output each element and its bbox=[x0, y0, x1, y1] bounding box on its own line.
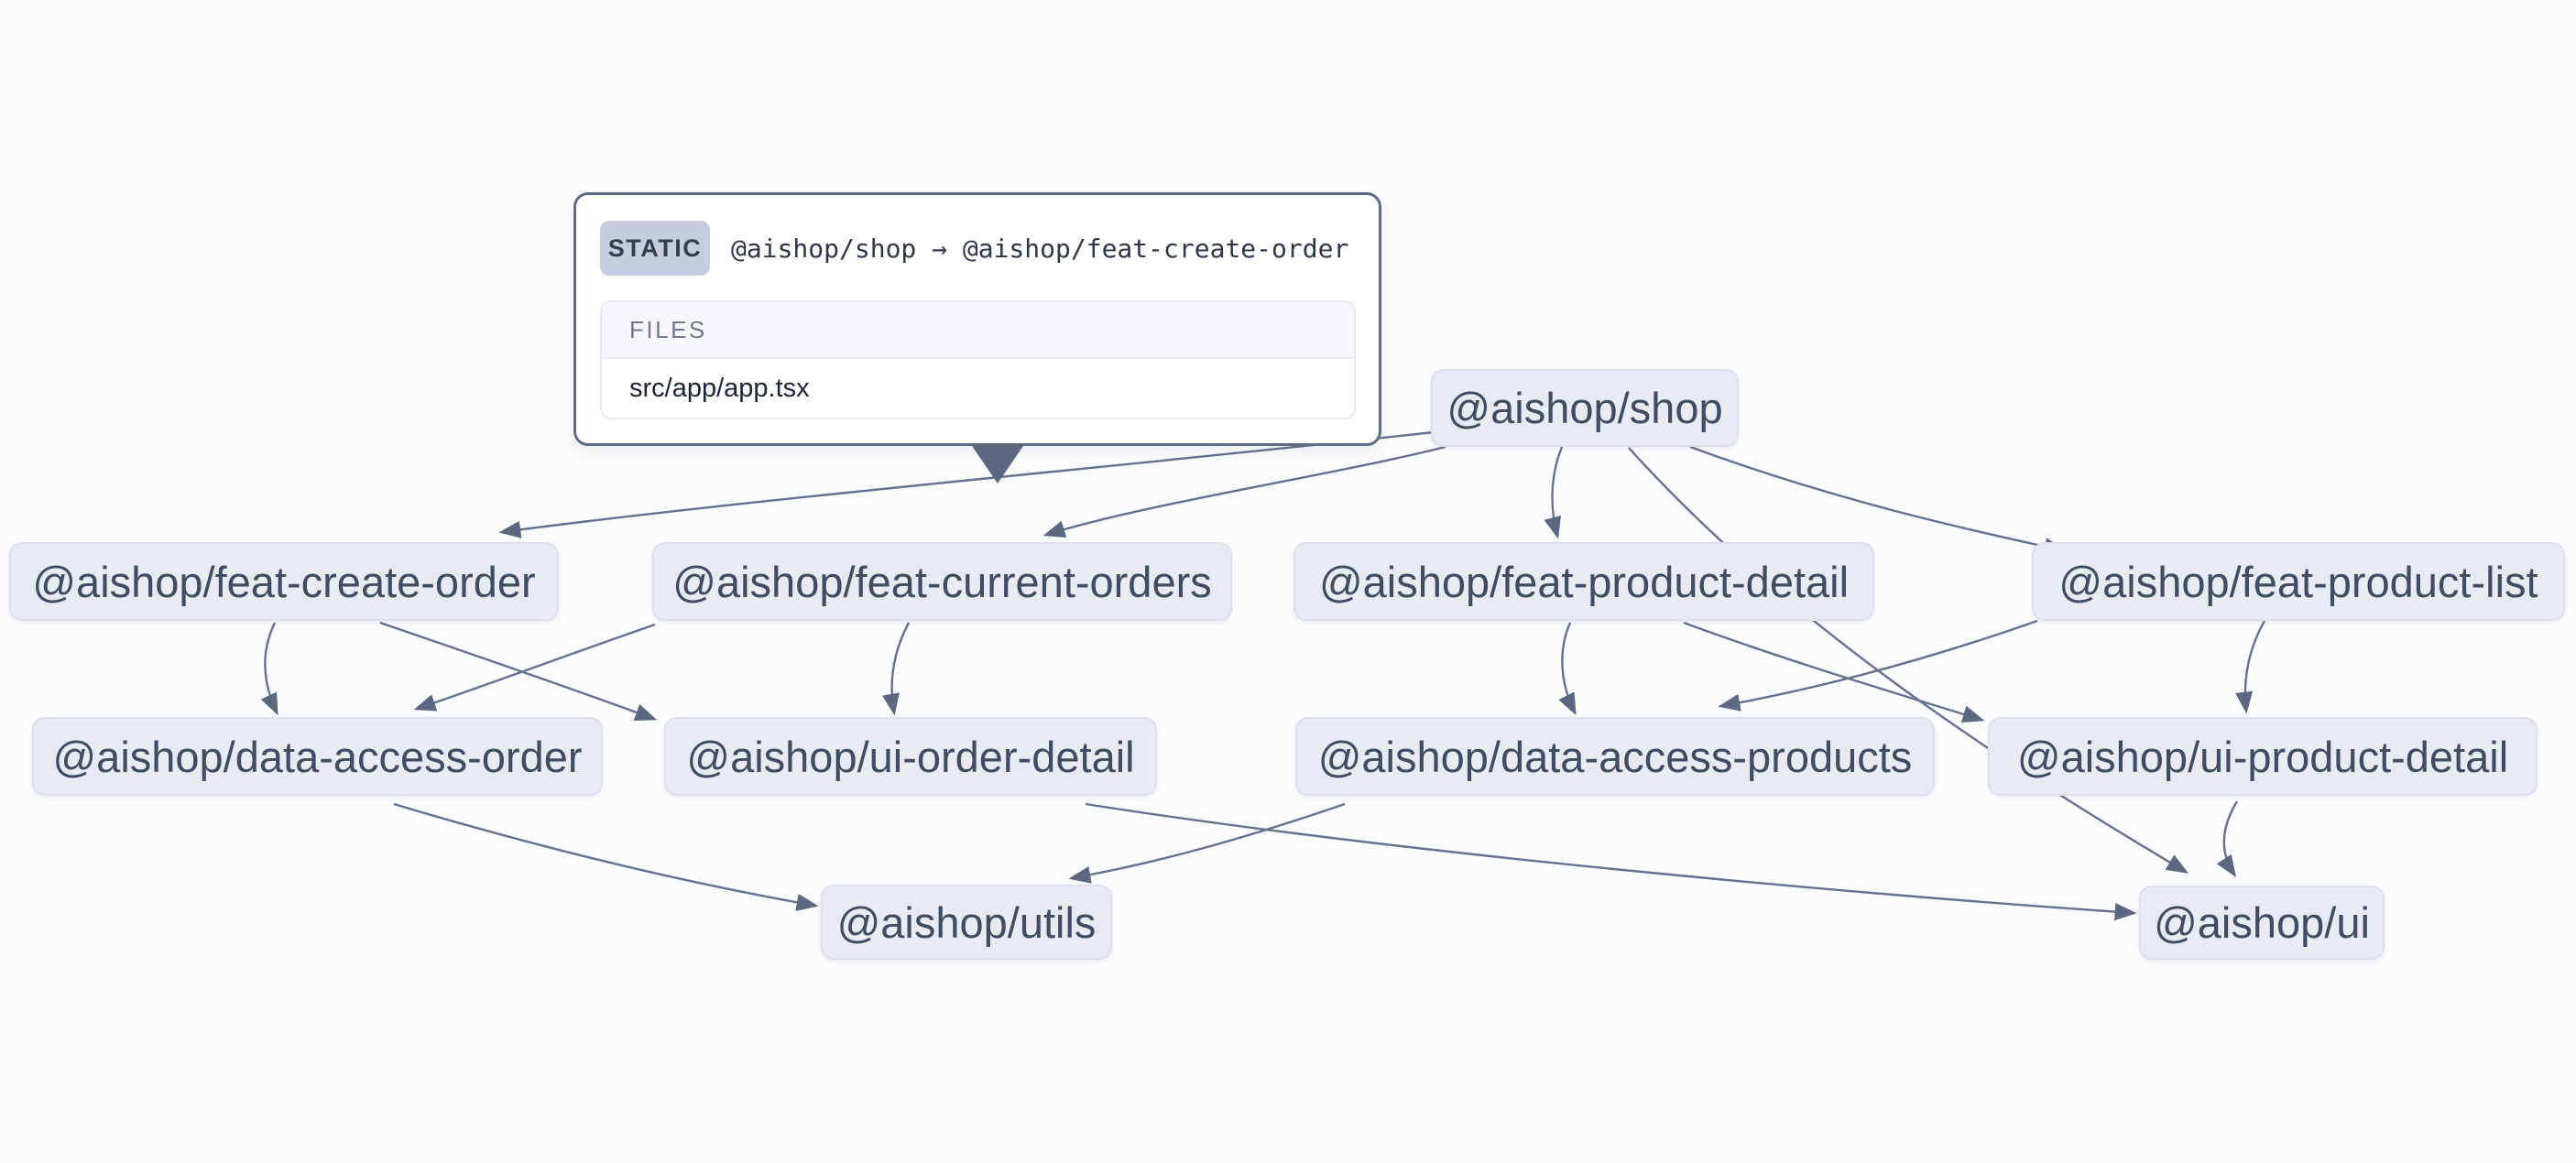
edge-tooltip-title: @aishop/shop → @aishop/feat-create-order bbox=[731, 233, 1349, 264]
edge-ui-order-detail-to-ui[interactable] bbox=[1085, 802, 2137, 921]
edge-shop-to-ui[interactable] bbox=[1628, 447, 2189, 874]
edge-shop-to-feat-product-detail[interactable] bbox=[1544, 446, 1564, 539]
files-list: FILES src/app/app.tsx bbox=[600, 300, 1356, 419]
graph-node-feat-product-detail[interactable]: @aishop/feat-product-detail bbox=[1293, 542, 1874, 621]
edge-feat-current-orders-to-ui-order-detail[interactable] bbox=[882, 622, 911, 716]
edge-shop-to-feat-create-order[interactable] bbox=[498, 430, 1435, 538]
edge-feat-product-list-to-data-access-products[interactable] bbox=[1718, 619, 2038, 712]
graph-node-shop[interactable]: @aishop/shop bbox=[1431, 369, 1739, 447]
graph-node-feat-product-list[interactable]: @aishop/feat-product-list bbox=[2032, 542, 2565, 621]
edge-data-access-order-to-utils[interactable] bbox=[393, 802, 819, 911]
graph-node-utils[interactable]: @aishop/utils bbox=[821, 885, 1112, 960]
edge-data-access-products-to-utils[interactable] bbox=[1068, 802, 1346, 884]
edge-shop-to-feat-current-orders[interactable] bbox=[1042, 445, 1446, 538]
edge-ui-product-detail-to-ui[interactable] bbox=[2216, 800, 2239, 877]
graph-node-feat-create-order[interactable]: @aishop/feat-create-order bbox=[9, 542, 559, 621]
edge-feat-current-orders-to-data-access-order[interactable] bbox=[413, 623, 656, 712]
tooltip-header: STATIC @aishop/shop → @aishop/feat-creat… bbox=[600, 221, 1355, 276]
file-row: src/app/app.tsx bbox=[602, 359, 1354, 418]
graph-node-ui-product-detail[interactable]: @aishop/ui-product-detail bbox=[1988, 717, 2538, 796]
edge-shop-to-feat-product-list[interactable] bbox=[1689, 445, 2067, 556]
graph-node-data-access-products[interactable]: @aishop/data-access-products bbox=[1295, 717, 1935, 796]
tooltip-caret-icon bbox=[970, 443, 1025, 484]
graph-node-data-access-order[interactable]: @aishop/data-access-order bbox=[32, 717, 603, 796]
graph-node-ui-order-detail[interactable]: @aishop/ui-order-detail bbox=[664, 717, 1157, 796]
files-header-label: FILES bbox=[602, 302, 1354, 359]
graph-node-ui[interactable]: @aishop/ui bbox=[2139, 886, 2385, 960]
edge-feat-product-detail-to-data-access-products[interactable] bbox=[1558, 622, 1577, 716]
edge-feat-create-order-to-ui-order-detail[interactable] bbox=[379, 621, 658, 721]
edge-feat-product-list-to-ui-product-detail[interactable] bbox=[2235, 620, 2266, 714]
edge-feat-create-order-to-data-access-order[interactable] bbox=[260, 622, 278, 716]
edge-tooltip: STATIC @aishop/shop → @aishop/feat-creat… bbox=[573, 192, 1381, 484]
edge-type-badge: STATIC bbox=[600, 221, 710, 276]
graph-node-feat-current-orders[interactable]: @aishop/feat-current-orders bbox=[652, 542, 1232, 621]
